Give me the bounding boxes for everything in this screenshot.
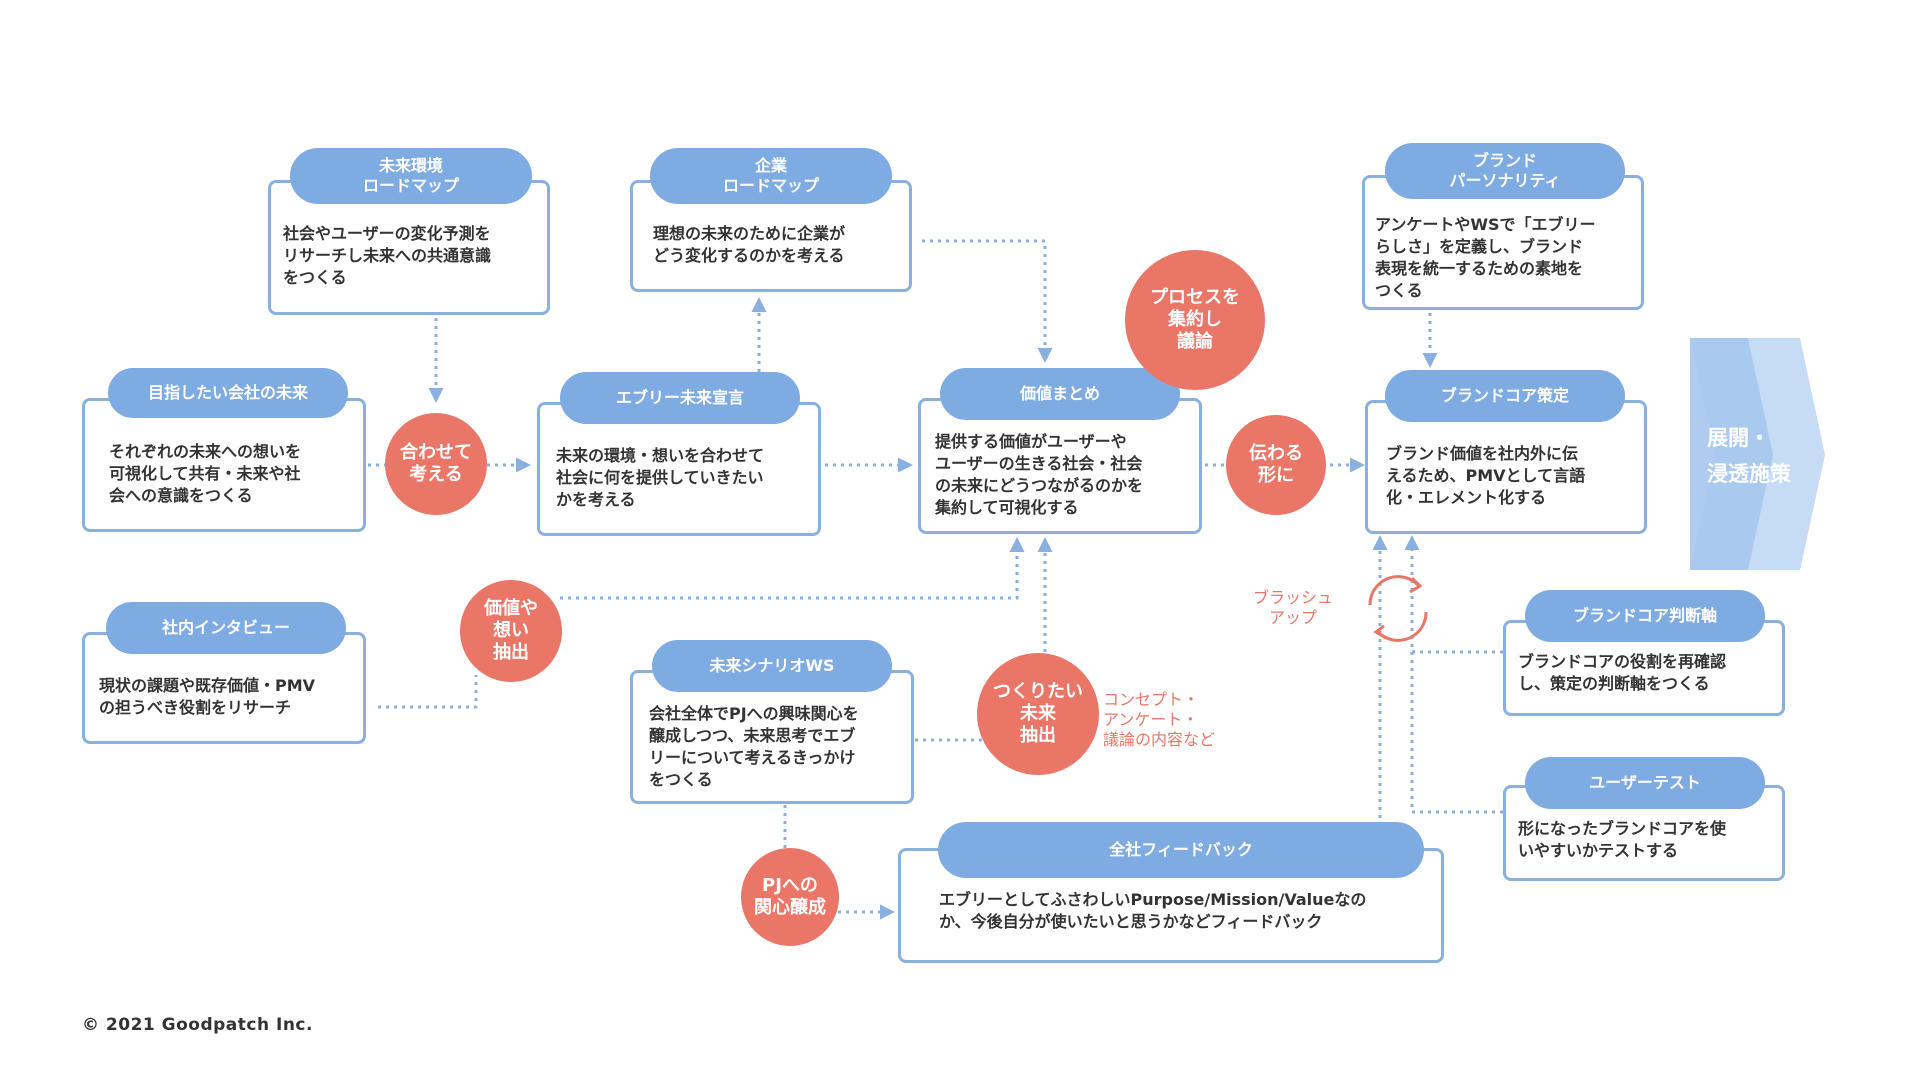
brand-axis-text: ブランドコアの役割を再確認 し、策定の判断軸をつくる: [1518, 652, 1727, 693]
target-future-text: それぞれの未来への想いを 可視化して共有・未来や社 会への意識をつくる: [109, 442, 302, 505]
connector: [922, 239, 1053, 363]
feedback-text: エブリーとしてふさわしいPurpose/Mission/Valueなの か、今後…: [939, 890, 1367, 931]
connector: [378, 675, 478, 709]
value-summary-box: 提供する価値がユーザーや ユーザーの生きる社会・社会 の未来にどうつながるのかを…: [918, 398, 1202, 534]
extract-value-circle: 価値や 想い 抽出: [460, 580, 562, 682]
copyright: © 2021 Goodpatch Inc.: [82, 1015, 313, 1035]
extract-future-circle: つくりたい 未来 抽出: [977, 653, 1099, 775]
value-summary-title: 価値まとめ: [940, 368, 1180, 420]
user-test-title: ユーザーテスト: [1525, 757, 1765, 809]
brand-axis-title: ブランドコア判断軸: [1525, 590, 1765, 642]
concept-note: コンセプト・ アンケート・ 議論の内容など: [1103, 690, 1216, 749]
scenario-ws-text: 会社全体でPJへの興味関心を 醸成しつつ、未来思考でエブ リーについて考えるきっ…: [649, 704, 859, 789]
future-env-text: 社会やユーザーの変化予測を リサーチし未来への共通意識 をつくる: [283, 224, 492, 287]
every-declare-text: 未来の環境・想いを合わせて 社会に何を提供していきたい かを考える: [556, 446, 765, 509]
user-test-text: 形になったブランドコアを使 いやすいかテストする: [1518, 819, 1727, 860]
next-step-label: 展開・ 浸透施策: [1707, 426, 1791, 486]
brand-persona-title: ブランド パーソナリティ: [1385, 143, 1625, 199]
target-future-title: 目指したい会社の未来: [108, 368, 348, 418]
future-env-title: 未来環境 ロードマップ: [290, 148, 532, 204]
every-declare-box: 未来の環境・想いを合わせて 社会に何を提供していきたい かを考える: [537, 402, 821, 536]
align-circle: 合わせて 考える: [385, 413, 487, 515]
interest-circle: PJへの 関心醸成: [741, 848, 839, 946]
corp-roadmap-text: 理想の未来のために企業が どう変化するのかを考える: [653, 224, 846, 265]
cycle-icon: [1368, 575, 1428, 642]
interview-text: 現状の課題や既存価値・PMV の担うべき役割をリサーチ: [99, 676, 316, 717]
every-declare-title: エブリー未来宣言: [560, 372, 800, 424]
convey-circle: 伝わる 形に: [1226, 415, 1326, 515]
brushup-note: ブラッシュ アップ: [1253, 588, 1334, 627]
connector: [560, 537, 1025, 600]
interview-title: 社内インタビュー: [106, 602, 346, 654]
feedback-title: 全社フィードバック: [938, 822, 1424, 878]
brand-persona-text: アンケートやWSで「エブリー らしさ」を定義し、ブランド 表現を統一するための素…: [1375, 215, 1596, 300]
scenario-ws-box: 会社全体でPJへの興味関心を 醸成しつつ、未来思考でエブ リーについて考えるきっ…: [630, 670, 914, 804]
brand-core-text: ブランド価値を社内外に伝 えるため、PMVとして言語 化・エレメント化する: [1386, 444, 1586, 507]
scenario-ws-title: 未来シナリオWS: [652, 640, 892, 692]
brand-core-title: ブランドコア策定: [1385, 370, 1625, 422]
target-future-box: それぞれの未来への想いを 可視化して共有・未来や社 会への意識をつくる: [82, 398, 366, 532]
process-circle: プロセスを 集約し 議論: [1125, 250, 1265, 390]
next-step-arrow: [1690, 338, 1825, 570]
brand-core-box: ブランド価値を社内外に伝 えるため、PMVとして言語 化・エレメント化する: [1365, 400, 1647, 534]
corp-roadmap-title: 企業 ロードマップ: [650, 148, 892, 204]
connector: [1404, 535, 1503, 814]
value-summary-text: 提供する価値がユーザーや ユーザーの生きる社会・社会 の未来にどうつながるのかを…: [935, 432, 1144, 517]
